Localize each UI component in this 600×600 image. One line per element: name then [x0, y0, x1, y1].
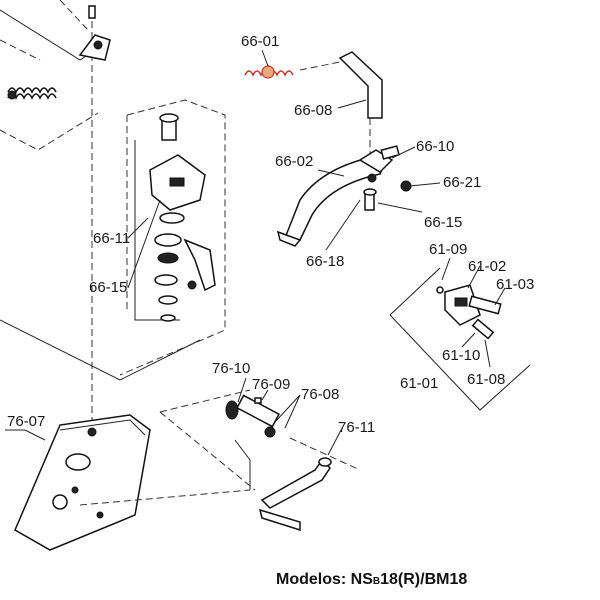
- models-subscript: B: [373, 576, 380, 587]
- label-66-02: 66-02: [275, 153, 313, 170]
- assembly-76: [159, 389, 361, 532]
- label-76-08: 76-08: [301, 386, 339, 403]
- left-spring: [7, 87, 57, 100]
- label-76-11: 76-11: [338, 419, 375, 436]
- models-caption: Modelos: NSB18(R)/BM18: [276, 571, 467, 588]
- label-76-10: 76-10: [212, 360, 250, 377]
- assembly-66-11: [134, 113, 216, 322]
- label-61-10: 61-10: [442, 347, 480, 364]
- label-66-18: 66-18: [306, 253, 344, 270]
- label-66-15-right: 66-15: [424, 214, 462, 231]
- label-76-07: 76-07: [7, 413, 45, 430]
- label-61-01: 61-01: [400, 375, 438, 392]
- label-66-10: 66-10: [416, 138, 454, 155]
- top-left-bracket: [78, 5, 111, 61]
- label-66-11: 66-11: [93, 230, 130, 247]
- arm-66-02: [276, 145, 412, 247]
- label-61-08: 61-08: [467, 371, 505, 388]
- models-prefix: Modelos: NS: [276, 571, 373, 588]
- lever-66-08: [338, 51, 383, 165]
- label-66-08: 66-08: [294, 102, 332, 119]
- housing-outline: [0, 0, 226, 430]
- label-61-02: 61-02: [468, 258, 506, 275]
- leader-lines: [5, 49, 506, 456]
- label-76-09: 76-09: [252, 376, 290, 393]
- label-66-21: 66-21: [443, 174, 481, 191]
- label-61-03: 61-03: [496, 276, 534, 293]
- label-66-01: 66-01: [241, 33, 279, 50]
- assembly-61-01: [389, 267, 531, 411]
- part-labels: 66-01 66-08 66-10 66-02 66-21 66-15 66-1…: [7, 33, 534, 436]
- models-suffix: 18(R)/BM18: [380, 571, 467, 588]
- spring-66-01: [244, 61, 341, 79]
- label-66-15-left: 66-15: [89, 279, 127, 296]
- housing-76-07: [14, 414, 251, 551]
- label-61-09: 61-09: [429, 241, 467, 258]
